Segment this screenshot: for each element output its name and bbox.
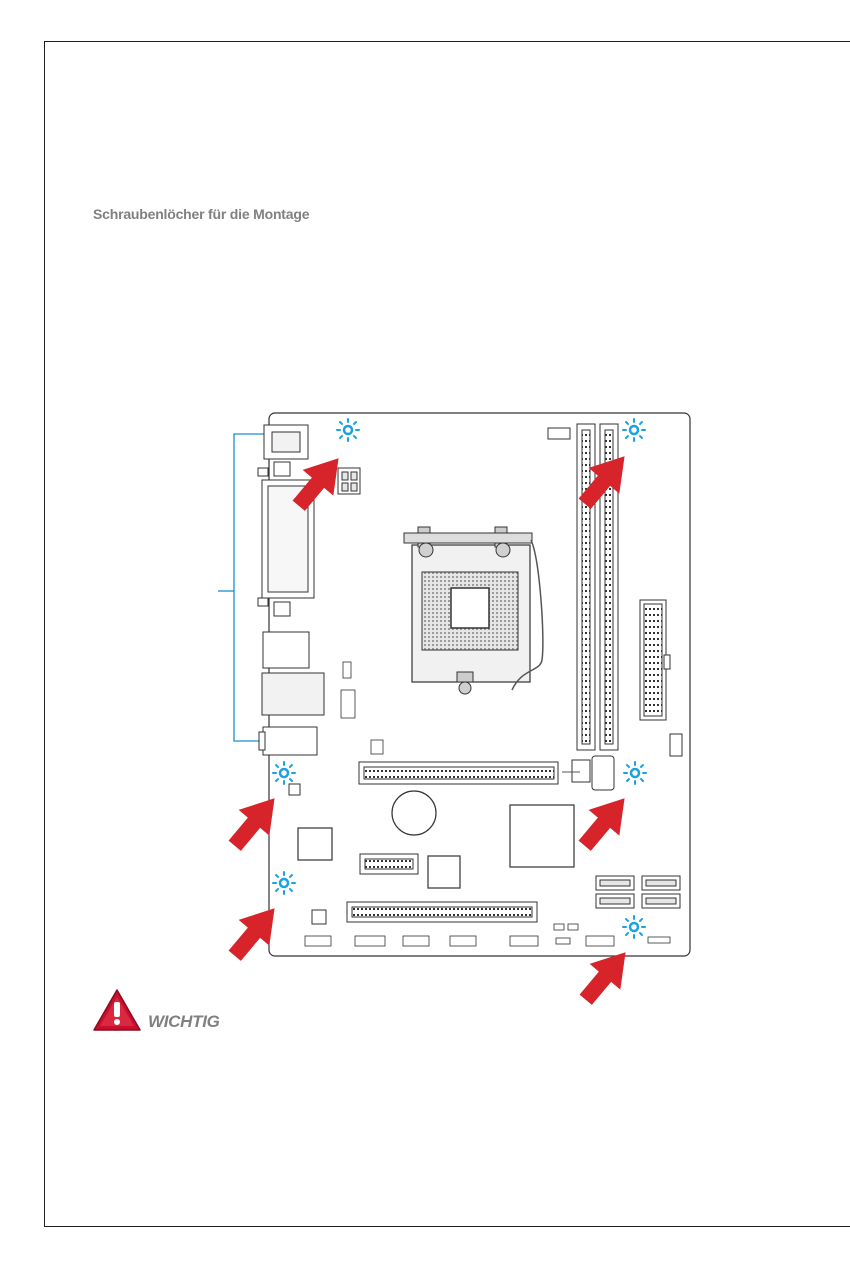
cpu-power-connector [338, 468, 360, 494]
io-chip [298, 828, 332, 860]
io-bracket [218, 434, 264, 741]
notice-label: WICHTIG [148, 1012, 220, 1032]
fan-header-right [670, 734, 682, 756]
cmos-battery [392, 791, 436, 835]
cpu-socket [404, 527, 543, 694]
controller-chip [428, 856, 460, 888]
chipset [510, 805, 574, 867]
pcie-x1-slot [360, 854, 418, 874]
fan-header-top [548, 428, 570, 439]
warning-triangle-icon [92, 988, 142, 1032]
pci-slot [347, 902, 537, 922]
atx-power-connector [640, 600, 670, 720]
